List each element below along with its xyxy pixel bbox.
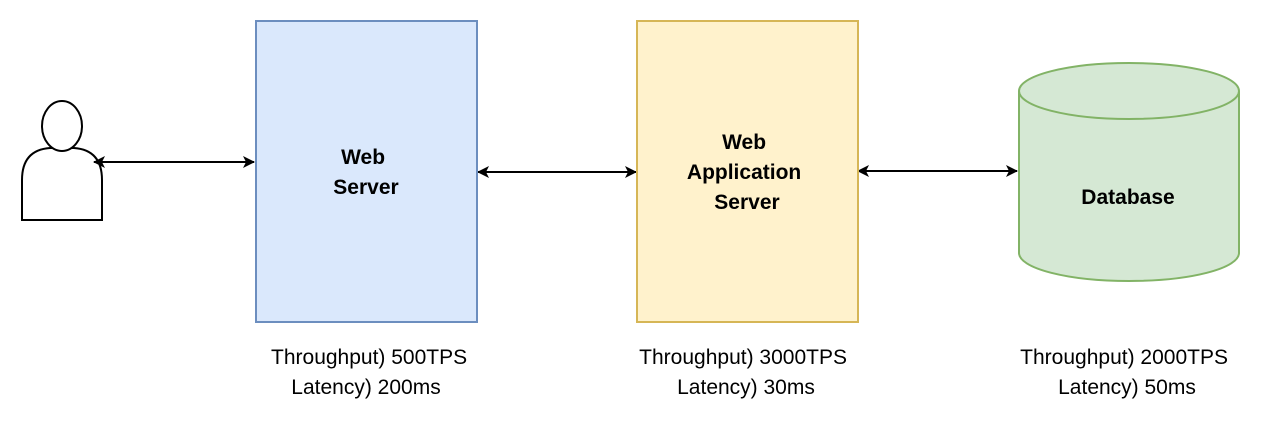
web-server-label: Web Server <box>333 146 398 199</box>
web-application-server-label: Web Application Server <box>687 131 807 214</box>
web-application-server-latency: Latency) 30ms <box>677 376 815 399</box>
web-server-throughput: Throughput) 500TPS <box>271 346 467 369</box>
database-latency: Latency) 50ms <box>1058 376 1196 399</box>
web-server-box <box>255 20 478 323</box>
web-application-server-box <box>636 20 859 323</box>
web-server-metrics: Throughput) 500TPS Latency) 200ms <box>271 346 473 399</box>
web-server-node: Web Server <box>255 20 478 323</box>
database-throughput: Throughput) 2000TPS <box>1020 346 1228 369</box>
web-application-server-metrics: Throughput) 3000TPS Latency) 30ms <box>639 346 853 399</box>
user-icon <box>21 100 103 221</box>
database-metrics: Throughput) 2000TPS Latency) 50ms <box>1020 346 1234 399</box>
database-node: Database <box>1018 62 1240 282</box>
web-application-server-throughput: Throughput) 3000TPS <box>639 346 847 369</box>
web-server-latency: Latency) 200ms <box>291 376 440 399</box>
database-cylinder <box>1018 91 1240 282</box>
database-label: Database <box>1081 186 1174 209</box>
web-application-server-node: Web Application Server <box>636 20 859 323</box>
database-cylinder-top <box>1018 62 1240 120</box>
